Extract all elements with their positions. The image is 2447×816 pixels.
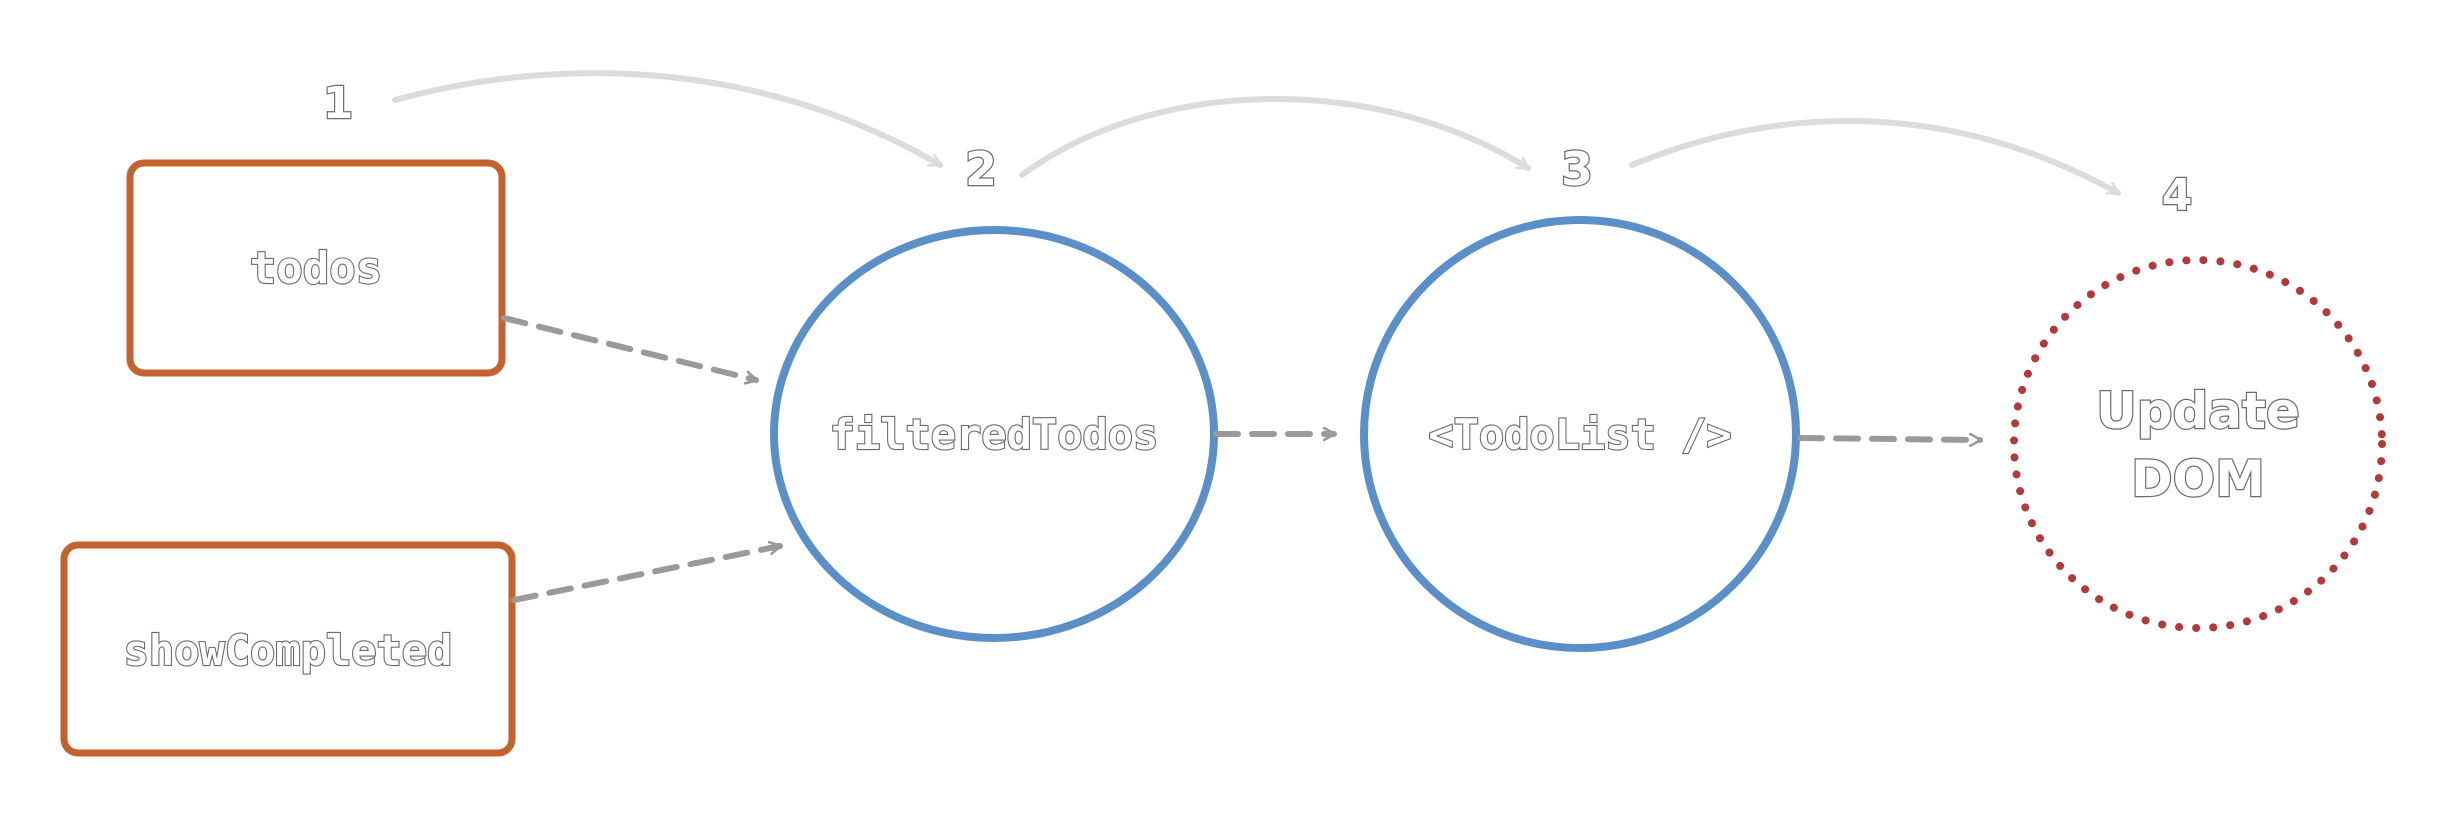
step-number-2: 2 (965, 142, 997, 196)
step-arrow-1-to-2 (392, 70, 943, 168)
component-node-todo-list: <TodoList /> (1360, 216, 1800, 652)
show-completed-label: showCompleted (124, 626, 453, 675)
dependency-arrow-show-completed-to-filtered (511, 546, 783, 603)
update-dom-label-line-2: DOM (2131, 450, 2265, 508)
state-node-todos: todos (126, 159, 506, 377)
step-arrow-2-to-3 (1019, 96, 1531, 178)
todo-list-label: <TodoList /> (1428, 410, 1731, 459)
computed-node-filtered-todos: filteredTodos (770, 226, 1218, 642)
dependency-arrow-todo-list-to-dom (1797, 438, 1983, 440)
dependency-arrow-todos-to-filtered (501, 315, 759, 380)
state-node-show-completed: showCompleted (60, 541, 516, 757)
update-dom-label-line-1: Update (2096, 382, 2300, 440)
filtered-todos-label: filteredTodos (830, 410, 1159, 459)
step-number-1: 1 (323, 78, 354, 129)
effect-node-update-dom: Update DOM (2010, 256, 2386, 632)
step-arrow-3-to-4 (1629, 117, 2121, 196)
step-number-3: 3 (1561, 142, 1593, 196)
step-number-4: 4 (2162, 170, 2193, 221)
todos-label: todos (250, 243, 382, 294)
